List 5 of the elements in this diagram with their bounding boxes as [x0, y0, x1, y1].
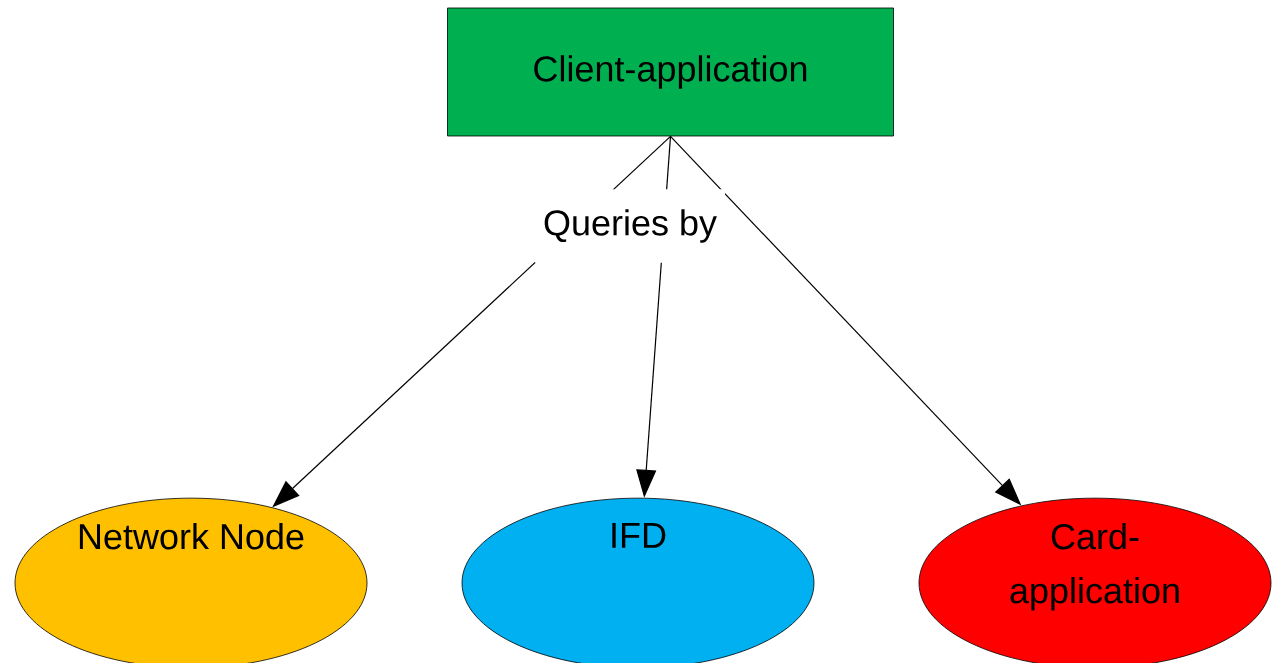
ellipse-node: IFD [461, 497, 815, 663]
ellipse-node: Network Node [14, 497, 368, 663]
process-box: Client-application [447, 7, 894, 137]
edge-label: Queries by [534, 189, 726, 263]
ellipse-node: Card-application [918, 497, 1272, 663]
